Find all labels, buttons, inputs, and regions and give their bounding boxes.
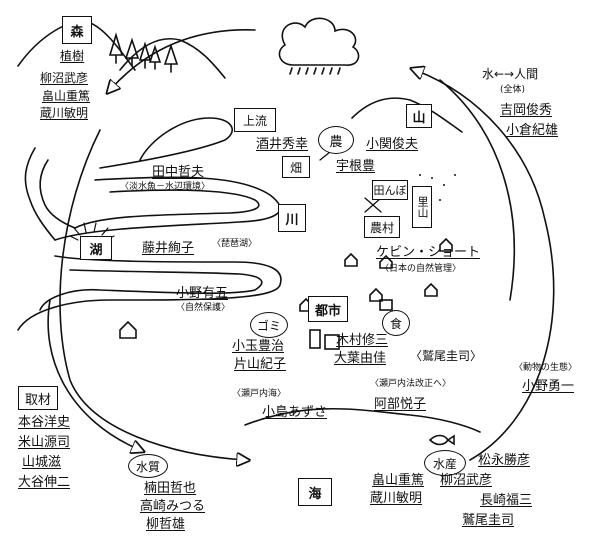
cloud-icon [278,17,360,66]
agriculture-oval: 農 [318,126,354,154]
abe-name: 阿部悦子 [374,397,427,412]
water-quality-name-2: 高崎みつる [140,499,206,514]
cycle-arrow-right-inner [439,79,516,301]
sun-rays [69,222,115,241]
field-name: 宇根豊 [336,159,376,174]
abe-note: 〈瀬戸内法改正へ〉 [370,379,452,389]
river-bank-d [39,269,263,311]
interview-name-4: 大谷伸二 [18,475,71,490]
fishery-oval: 水産 [424,450,466,476]
water-quality-name-1: 楠田哲也 [144,481,197,496]
mountain-right-outline [351,97,463,133]
garbage-name-2: 片山紀子 [234,357,287,372]
river-upper-bank [99,117,233,169]
cycle-arrow-right [415,70,555,461]
animal-name: 小野勇一 [522,379,575,394]
tree-icons [108,32,179,73]
lake-note: 〈琵琶湖〉 [212,239,258,249]
river-bank-a [54,176,281,241]
forest-box: 森 [62,16,92,44]
forest-name-3: 蔵川敏明 [40,106,89,120]
water-human-name-1: 吉岡俊秀 [500,103,553,118]
tanaka-note: 〈淡水魚－水辺環境〉 [120,182,211,192]
interview-name-2: 米山源司 [18,435,71,450]
village-box: 里山 [412,186,432,228]
sea-box: 海 [298,478,332,506]
cycle-arrow-left [59,129,245,460]
kevin-name: ケビン・ショート [376,245,481,260]
coastline [244,407,481,433]
fishery-name-2: 蔵川敏明 [370,491,423,506]
farm-village-box: 農村 [364,216,400,238]
tanaka-name: 田中哲夫 [152,165,205,180]
water-quality-name-3: 柳哲雄 [146,517,186,532]
river-bank-b [74,189,260,229]
food-name-2: 大葉由佳 [334,351,387,366]
ono-name: 小野有五 [176,286,229,301]
water-human-label: 水←→人間 [482,67,539,81]
kojima-name: 小島あずさ [262,405,328,420]
cycle-arrow-top [110,29,256,90]
garbage-oval: ゴミ [250,312,288,338]
kevin-note: 〈日本の自然管理〉 [380,264,462,274]
animal-note: 〈動物の生態〉 [514,363,578,373]
mountain-box: 山 [406,104,432,128]
forest-name-2: 畠山重篤 [42,89,91,103]
field-box: 畑 [282,156,310,178]
kojima-note: 〈瀬戸内海〉 [232,389,287,399]
forest-sub-label: 植樹 [60,49,85,63]
interview-name-3: 山城滋 [22,455,62,470]
fishery-name-5: 長崎福三 [480,493,533,508]
fishery-name-3: 松永勝彦 [478,453,531,468]
paddy-box: 田んぼ [372,180,408,200]
fishery-name-1: 畠山重篤 [372,473,425,488]
cycle-arrow-left-inner [47,299,140,450]
city-box: 都市 [308,296,348,322]
ono-note: 〈自然保護〉 [176,303,231,313]
water-human-note: (全体) [500,85,526,95]
washio-note: 〈鷲尾圭司〉 [410,349,483,363]
upper-name-1: 酒井秀幸 [256,137,309,152]
lake-name: 藤井絢子 [142,241,195,256]
water-quality-oval: 水質 [128,454,168,478]
rain-icon [289,67,341,75]
garbage-name-1: 小玉豊治 [232,339,285,354]
river-bank-e [24,147,56,241]
river-box: 川 [278,204,306,232]
river-bank-f [39,159,76,229]
lake-box: 湖 [80,236,112,260]
food-name-1: 木村修三 [336,333,389,348]
forest-name-1: 柳沼武彦 [40,71,89,85]
upper-name-2: 小関俊夫 [366,137,419,152]
upper-stream-box: 上流 [234,108,276,132]
fishery-name-6: 鷲尾圭司 [462,513,515,528]
river-bank-c [17,255,282,331]
fish-icon [428,434,455,446]
food-oval: 食 [382,310,410,336]
fishery-name-4: 柳沼武彦 [440,473,493,488]
water-human-name-2: 小倉紀雄 [506,123,559,138]
interview-name-1: 本谷洋史 [18,415,71,430]
building-icons [309,299,393,350]
interview-box: 取材 [18,386,58,410]
